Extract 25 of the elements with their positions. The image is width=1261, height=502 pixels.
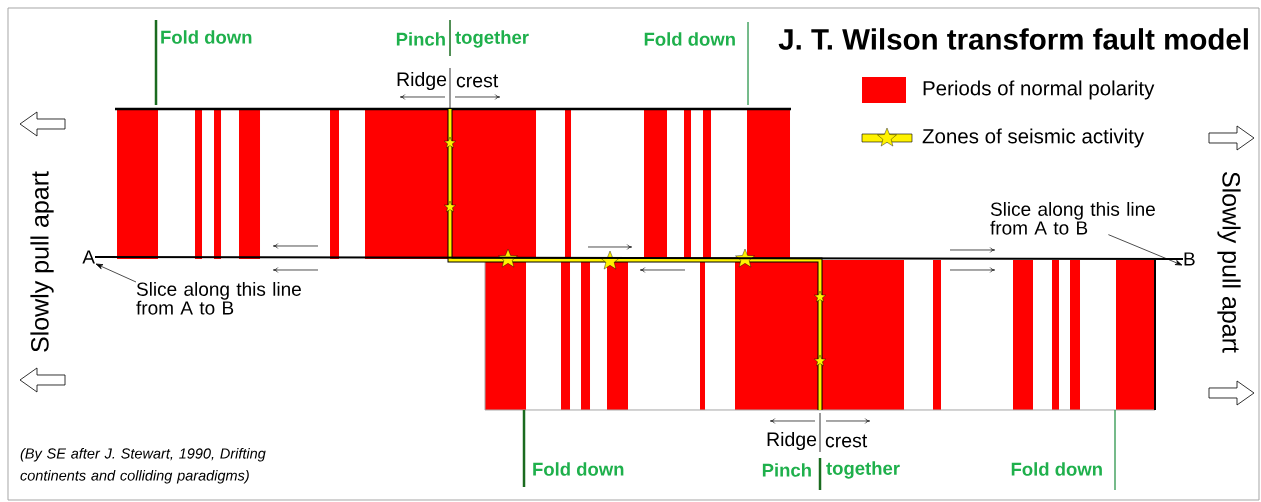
slice-line (94, 256, 1184, 260)
text-label: B (1184, 252, 1195, 266)
text-label: Slice along this line from A to B (990, 202, 1155, 235)
side-label: Slowly pull apart (1217, 172, 1241, 353)
fold-label: together (826, 461, 900, 479)
leader-line (1108, 234, 1183, 266)
ridge-label: crest (456, 74, 499, 88)
fold-label: Pinch (396, 32, 445, 46)
legend-label: Periods of normal polarity (923, 80, 1155, 100)
fold-label: Pinch (762, 463, 811, 477)
fold-label: Fold down (533, 462, 624, 476)
ridge-label: Ridge (397, 71, 447, 91)
side-label: Slowly pull apart (30, 171, 54, 352)
fold-label: Fold down (161, 30, 252, 44)
ridge-label: crest (825, 434, 868, 448)
title: J. T. Wilson transform fault model (778, 28, 1248, 50)
ridge-label: Ridge (767, 431, 817, 451)
leader-line (95, 263, 137, 283)
text-label: Slice along this line from A to B (136, 282, 301, 315)
text-label: A (82, 250, 95, 264)
credit-note: (By SE after J. Stewart, 1990, Drifting continents and colliding paradigms) (20, 448, 266, 484)
fold-label: together (455, 30, 529, 48)
fold-label: Fold down (1011, 462, 1102, 476)
legend-label: Zones of seismic activity (922, 128, 1145, 148)
fold-label: Fold down (644, 32, 735, 46)
